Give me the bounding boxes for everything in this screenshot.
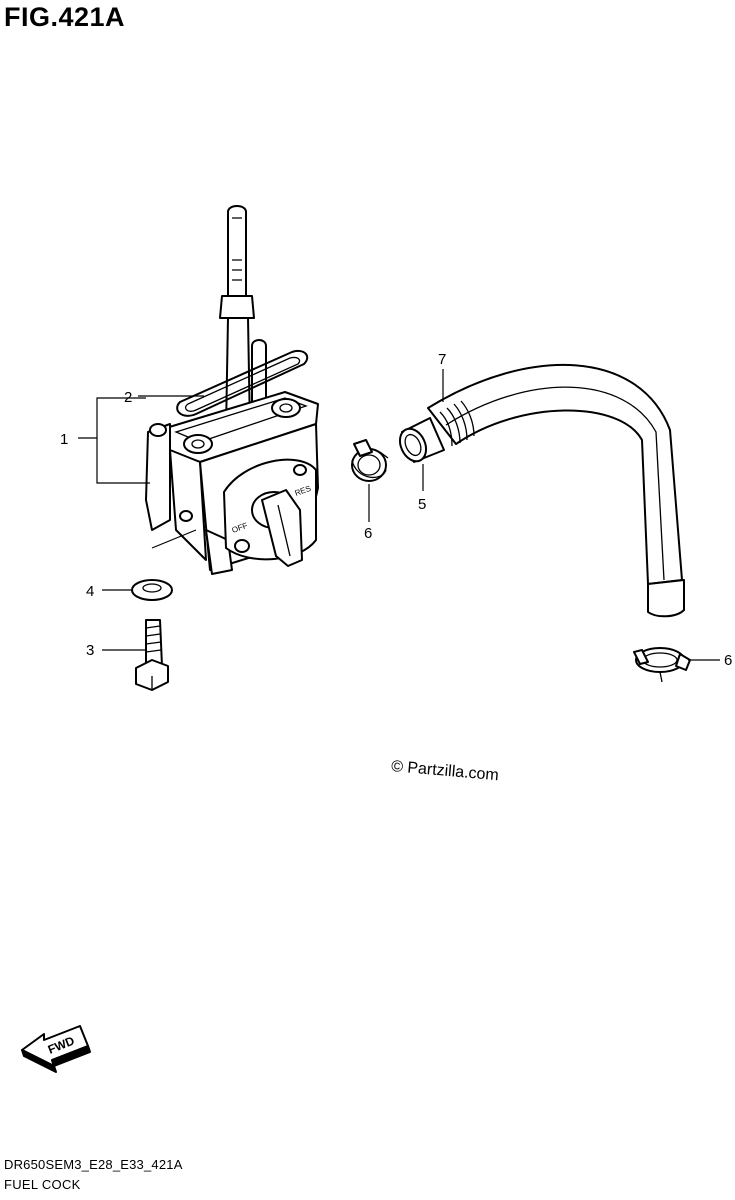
- hose-clamp-upper[interactable]: [351, 439, 389, 482]
- callout-1: 1: [60, 431, 68, 448]
- mounting-bolt[interactable]: [135, 619, 169, 691]
- leader-lines: [78, 369, 720, 661]
- callout-5: 5: [418, 496, 426, 513]
- figure-caption: FUEL COCK: [4, 1177, 81, 1192]
- figure-title: FIG.421A: [4, 2, 126, 32]
- callout-3: 3: [86, 642, 94, 659]
- model-code: DR650SEM3_E28_E33_421A: [4, 1157, 183, 1172]
- hose-clamp-lower[interactable]: [633, 647, 691, 683]
- callout-6-upper: 6: [364, 525, 372, 542]
- callout-6-lower: 6: [724, 652, 732, 669]
- fuel-cock-assembly[interactable]: OFF RES: [145, 205, 319, 575]
- callout-7: 7: [438, 351, 446, 368]
- callout-2: 2: [124, 389, 132, 406]
- hose-joint-pipe[interactable]: [395, 417, 445, 465]
- forward-direction-arrow: FWD: [21, 1025, 91, 1073]
- fuel-hose[interactable]: [427, 363, 685, 618]
- washer[interactable]: [131, 579, 173, 601]
- fuel-cock-gasket[interactable]: [176, 350, 309, 417]
- callout-4: 4: [86, 583, 94, 600]
